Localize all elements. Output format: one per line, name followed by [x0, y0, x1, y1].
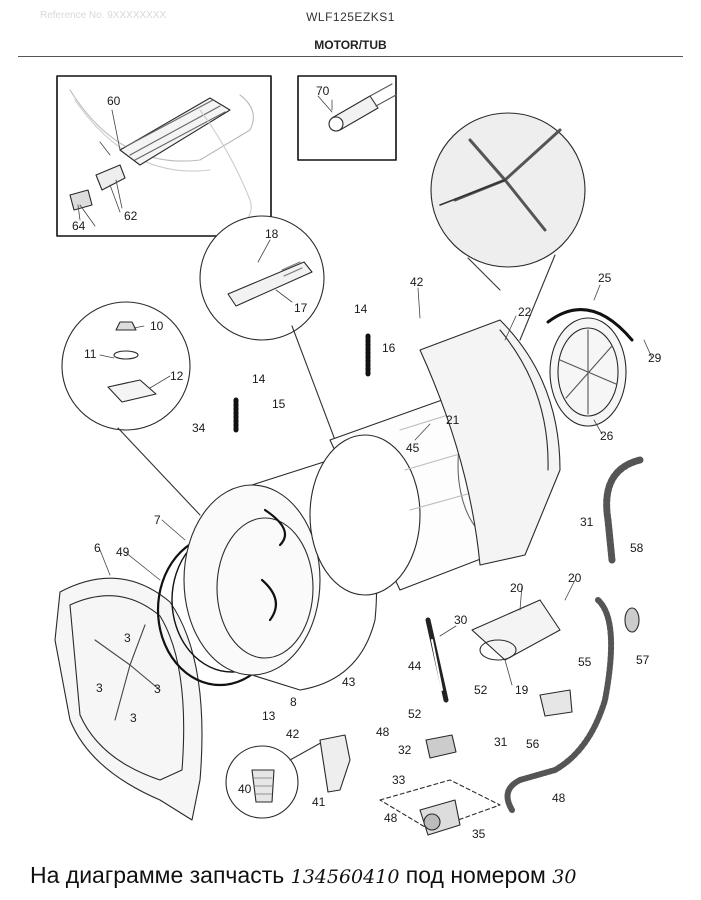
callout-control-part: [199, 215, 336, 441]
callout-44: 44: [408, 659, 422, 673]
callout-52a: 52: [474, 683, 488, 697]
callout-60: 60: [107, 94, 121, 108]
callout-numbers: 60 62 64 70 18 17 10 11 12 14 14 16 15 3…: [72, 84, 662, 841]
caption-prefix: На диаграмме запчасть: [30, 862, 285, 888]
callout-52b: 52: [408, 707, 422, 721]
callout-20a: 20: [510, 581, 524, 595]
callout-56: 56: [526, 737, 540, 751]
callout-7: 7: [154, 513, 161, 527]
callout-45: 45: [406, 441, 420, 455]
motor: [471, 599, 561, 661]
exploded-parts-diagram: 60 62 64 70 18 17 10 11 12 14 14 16 15 3…: [54, 75, 662, 841]
inset-heater: [56, 75, 272, 237]
callout-43: 43: [342, 675, 356, 689]
caption-part-number: 134560410: [290, 866, 400, 888]
callout-49: 49: [116, 545, 130, 559]
callout-3d: 3: [130, 711, 137, 725]
callout-48c: 48: [552, 791, 566, 805]
callout-6: 6: [94, 541, 101, 555]
callout-11: 11: [84, 347, 97, 361]
callout-70: 70: [316, 84, 330, 98]
callout-17: 17: [294, 301, 308, 315]
callout-48a: 48: [376, 725, 390, 739]
question-caption: На диаграмме запчасть 134560410 под номе…: [30, 862, 576, 889]
callout-34: 34: [192, 421, 206, 435]
callout-42a: 42: [410, 275, 424, 289]
callout-3c: 3: [154, 682, 161, 696]
leader-lines: [77, 95, 653, 686]
inset-sensor: [297, 75, 397, 161]
springs: [233, 333, 371, 435]
callout-3b: 3: [96, 681, 103, 695]
damper-bracket: [425, 689, 573, 759]
callout-21: 21: [446, 413, 460, 427]
callout-64: 64: [72, 219, 86, 233]
callout-33: 33: [392, 773, 406, 787]
callout-22: 22: [518, 305, 532, 319]
callout-57: 57: [636, 653, 650, 667]
callout-18: 18: [265, 227, 279, 241]
callout-30: 30: [454, 613, 468, 627]
callout-31a: 31: [580, 515, 594, 529]
callout-31b: 31: [494, 735, 508, 749]
hoses: [504, 456, 644, 813]
callout-41: 41: [312, 795, 326, 809]
callout-15a: 15: [272, 397, 286, 411]
callout-48b: 48: [384, 811, 398, 825]
callout-3a: 3: [124, 631, 131, 645]
callout-58: 58: [630, 541, 644, 555]
callout-26: 26: [600, 429, 614, 443]
callout-32: 32: [398, 743, 412, 757]
callout-20b: 20: [568, 571, 582, 585]
caption-ref-number: 30: [552, 866, 577, 888]
section-title: MOTOR/TUB: [314, 38, 387, 52]
callout-8: 8: [290, 695, 297, 709]
document-watermark: Reference No. 9XXXXXXXX: [40, 10, 167, 21]
drain-pump: [379, 779, 501, 836]
model-number: WLF125EZKS1: [306, 10, 395, 24]
callout-62: 62: [124, 209, 138, 223]
rear-tub: [419, 319, 561, 566]
sump-hose: [319, 734, 351, 793]
front-panel: [54, 577, 203, 821]
header-divider: [18, 56, 683, 57]
callout-pulley-parts: [61, 301, 201, 516]
callout-29: 29: [648, 351, 662, 365]
callout-16: 16: [382, 341, 396, 355]
callout-13: 13: [262, 709, 276, 723]
callout-filter: [225, 739, 327, 819]
pulley: [546, 308, 634, 427]
callout-14b: 14: [354, 302, 368, 316]
callout-10: 10: [150, 319, 164, 333]
callout-19: 19: [515, 683, 529, 697]
callout-14a: 14: [252, 372, 266, 386]
callout-40: 40: [238, 782, 252, 796]
callout-42b: 42: [286, 727, 300, 741]
caption-middle: под номером: [405, 862, 546, 888]
callout-25: 25: [598, 271, 612, 285]
callout-55: 55: [578, 655, 592, 669]
callout-35: 35: [472, 827, 486, 841]
shock-absorber: [425, 617, 449, 703]
callout-12: 12: [170, 369, 184, 383]
callout-drum-spider: [430, 112, 586, 341]
